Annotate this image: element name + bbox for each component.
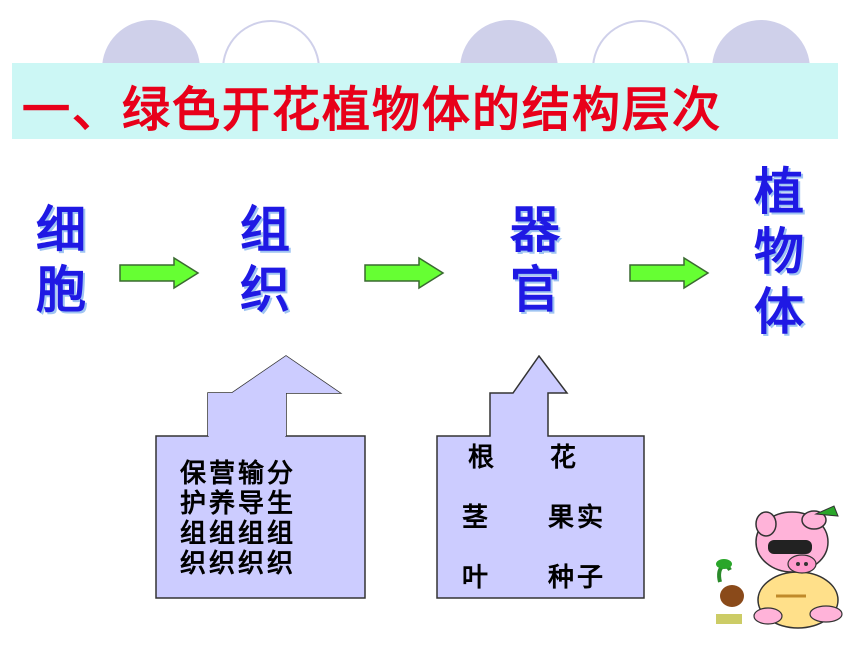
tissue-row: 织织织织 <box>180 549 297 579</box>
tissue-list: 保营输分 护养导生 组组组组 织织织织 <box>180 456 296 582</box>
organ-stem: 茎 <box>462 503 492 533</box>
title-bar <box>12 63 838 139</box>
organ-fruit: 果实 <box>548 503 607 533</box>
right-arrow-icon <box>119 256 200 290</box>
right-arrow-icon <box>629 256 710 290</box>
level-plant: 植物体 <box>754 163 804 341</box>
cartoon-pig-icon <box>716 505 843 629</box>
slide-title: 一、绿色开花植物体的结构层次 <box>22 82 723 138</box>
tissue-row: 组组组组 <box>180 519 297 549</box>
organ-callout-box <box>436 355 645 599</box>
organ-leaf: 叶 <box>462 563 492 593</box>
organ-root: 根 <box>468 443 498 473</box>
tissue-row: 保营输分 <box>180 459 297 489</box>
right-arrow-icon <box>364 256 445 290</box>
organ-seed: 种子 <box>548 563 607 593</box>
tissue-row: 护养导生 <box>180 489 297 519</box>
level-organ: 器官 <box>510 201 560 319</box>
tissue-callout-box <box>155 355 366 599</box>
level-tissue: 组织 <box>240 201 290 319</box>
level-cell: 细胞 <box>36 201 86 319</box>
organ-flower: 花 <box>550 443 580 473</box>
